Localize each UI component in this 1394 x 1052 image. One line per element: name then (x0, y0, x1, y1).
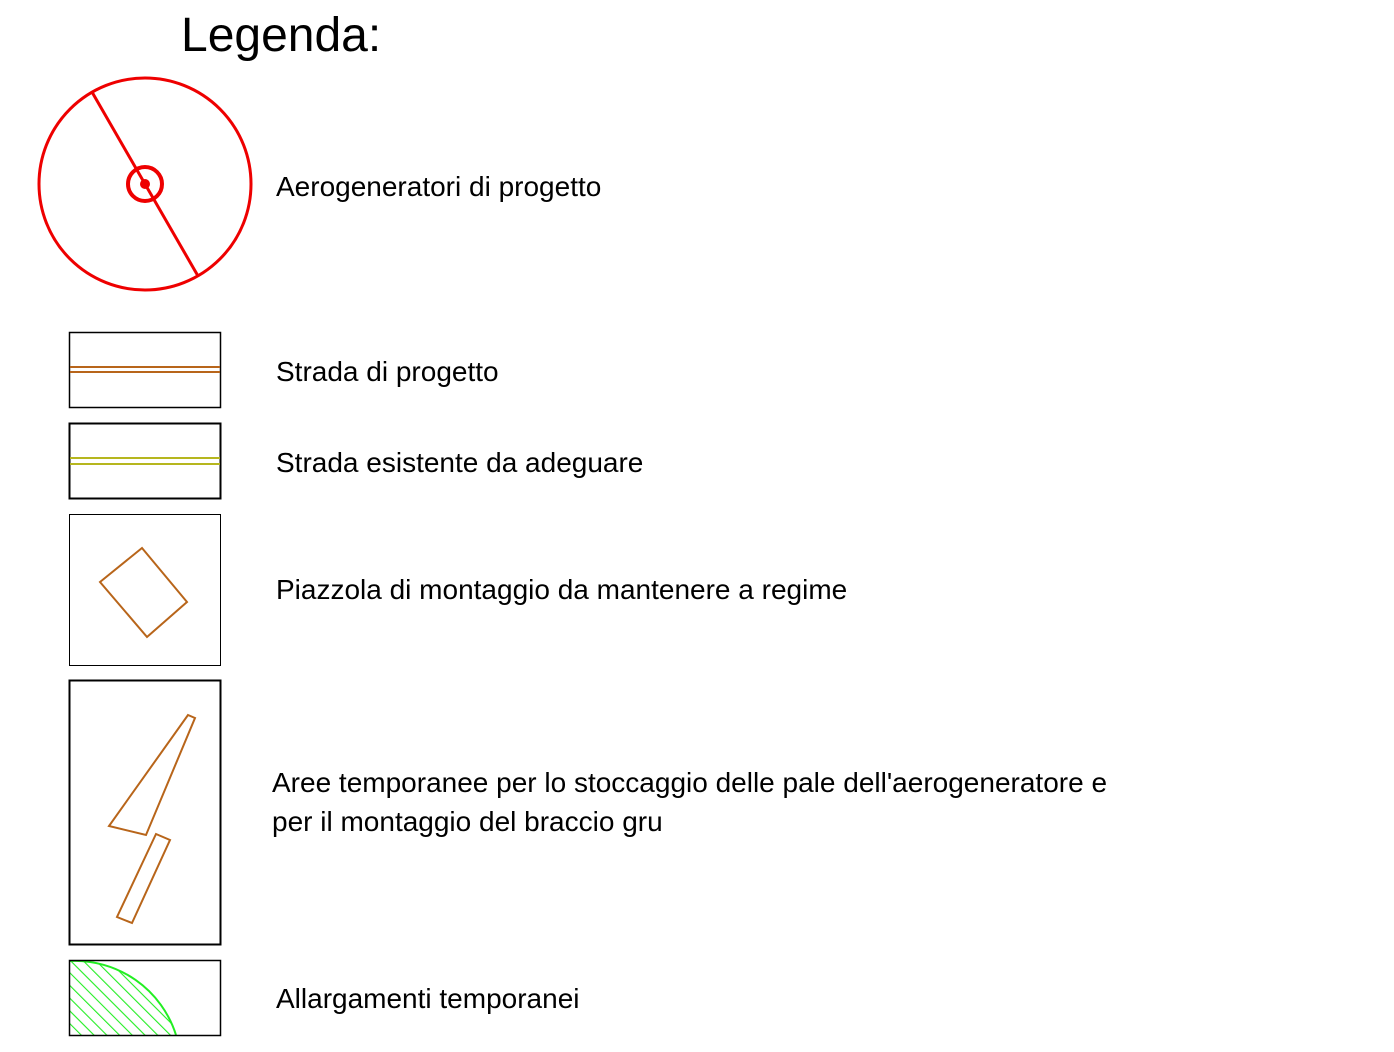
legend-label-temporary-widening: Allargamenti temporanei (276, 983, 580, 1014)
temporary-widening-hatch-icon (68, 959, 222, 1037)
assembly-pad-icon (69, 514, 221, 666)
legend-label-assembly-pad: Piazzola di montaggio da mantenere a reg… (276, 574, 848, 605)
existing-road-icon (68, 422, 222, 500)
legend-label-existing-road: Strada esistente da adeguare (276, 447, 644, 478)
wind-turbine-icon (37, 76, 253, 292)
legend-label-temporary-storage-line1: Aree temporanee per lo stoccaggio delle … (272, 767, 1108, 798)
project-road-icon (68, 331, 222, 409)
legend-label-turbine: Aerogeneratori di progetto (276, 171, 602, 202)
temporary-storage-areas-icon (68, 679, 222, 946)
legend-label-temporary-storage-line2: per il montaggio del braccio gru (272, 806, 663, 837)
legend-label-project-road: Strada di progetto (276, 356, 499, 387)
legend-title: Legenda: (181, 9, 382, 62)
